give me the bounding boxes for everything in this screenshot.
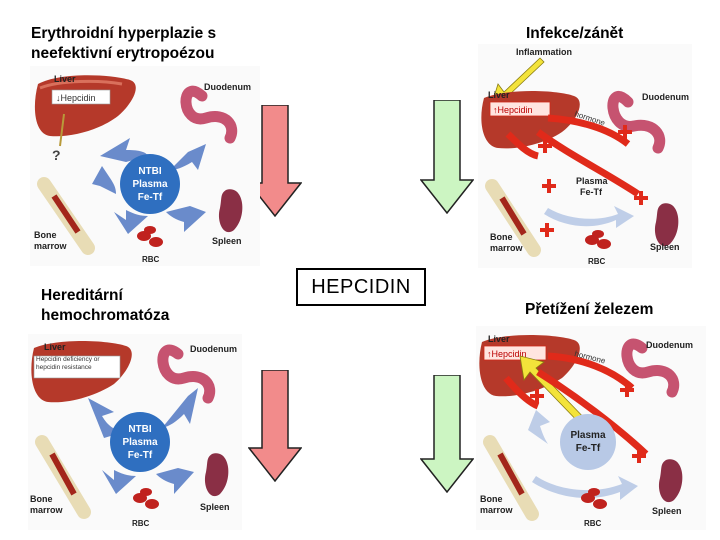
panel-infection-inflammation: Inflammation Liver ↑Hepcidin Duodenum ho… [478,44,692,268]
liver-label: Liver [488,90,510,100]
rbc-label: RBC [588,257,606,266]
spleen-label: Spleen [200,502,230,512]
center-fe-tf: Fe-Tf [128,450,153,461]
rbc-label: RBC [584,519,602,528]
bone-marrow-label-2: marrow [480,505,514,515]
rbc-label: RBC [132,519,150,528]
bone-marrow-label-1: Bone [480,494,503,504]
spleen-shape [654,203,679,247]
liver-hepcidin-label: Hepcidin deficiency or hepcidin resistan… [36,356,100,371]
bone-marrow-label-2: marrow [490,243,524,253]
panel-iron-overload: Liver ↑Hepcidin Duodenum hormone Plasma … [476,326,706,530]
panel-hereditary-hemochromatosis: Liver Hepcidin deficiency or hepcidin re… [28,334,242,530]
duodenum-label: Duodenum [204,82,251,92]
center-plasma: Plasma [576,176,609,186]
liver-hepcidin-label: ↑Hepcidin [493,105,533,115]
center-fe-tf: Fe-Tf [580,187,603,197]
spleen-label: Spleen [650,242,680,252]
bone-marrow-label-2: marrow [34,241,68,251]
spleen-label: Spleen [212,236,242,246]
rbc-cluster [585,230,611,249]
bone-marrow-label-1: Bone [490,232,513,242]
liver-hepcidin-label: ↓Hepcidin [56,93,96,103]
liver-label: Liver [44,342,66,352]
rbc-cluster [137,226,163,247]
bone-marrow-label-1: Bone [30,494,53,504]
hepcidin-label: HEPCIDIN [296,268,426,306]
down-arrow-red-bottom [248,370,302,482]
rbc-cluster [581,488,607,509]
liver-hepcidin-label: ↑Hepcidin [487,349,527,359]
down-arrow-green-top [420,100,474,214]
caption-erythroid-hyperplasia: Erythroidní hyperplazie s neefektivní er… [31,25,217,62]
down-arrow-green-bottom [420,375,474,493]
caption-hereditary-hemochromatosis: Hereditární hemochromatóza [41,287,170,324]
center-plasma: Plasma [122,437,157,448]
duodenum-label: Duodenum [190,344,237,354]
liver-label: Liver [54,74,76,84]
rbc-cluster [133,488,159,509]
duodenum-label: Duodenum [642,92,689,102]
caption-infection-inflammation: Infekce/zánět [526,25,624,42]
center-fe-tf: Fe-Tf [138,192,163,203]
rbc-label: RBC [142,255,160,264]
caption-iron-overload: Přetížení železem [525,301,654,318]
center-plasma: Plasma [570,430,605,441]
question-mark: ? [52,147,61,163]
spleen-shape [204,453,229,497]
bone-marrow-label-1: Bone [34,230,57,240]
spleen-shape [658,459,683,503]
center-fe-tf: Fe-Tf [576,443,601,454]
duodenum-shape [157,344,216,404]
panel-erythroid-hyperplasia: Liver ↓Hepcidin Duodenum NTBI Plasma Fe-… [30,66,260,266]
inflammation-label: Inflammation [516,47,572,57]
center-ntbi: NTBI [128,424,152,435]
duodenum-shape [180,85,238,144]
center-ntbi: NTBI [138,166,162,177]
duodenum-shape [621,338,680,398]
plus-signs [530,383,646,463]
center-plasma: Plasma [132,179,167,190]
bone-marrow-label-2: marrow [30,505,64,515]
spleen-shape [218,189,243,233]
plus-signs [538,125,648,237]
duodenum-shape [607,91,666,154]
spleen-label: Spleen [652,506,682,516]
liver-label: Liver [488,334,510,344]
duodenum-label: Duodenum [646,340,693,350]
